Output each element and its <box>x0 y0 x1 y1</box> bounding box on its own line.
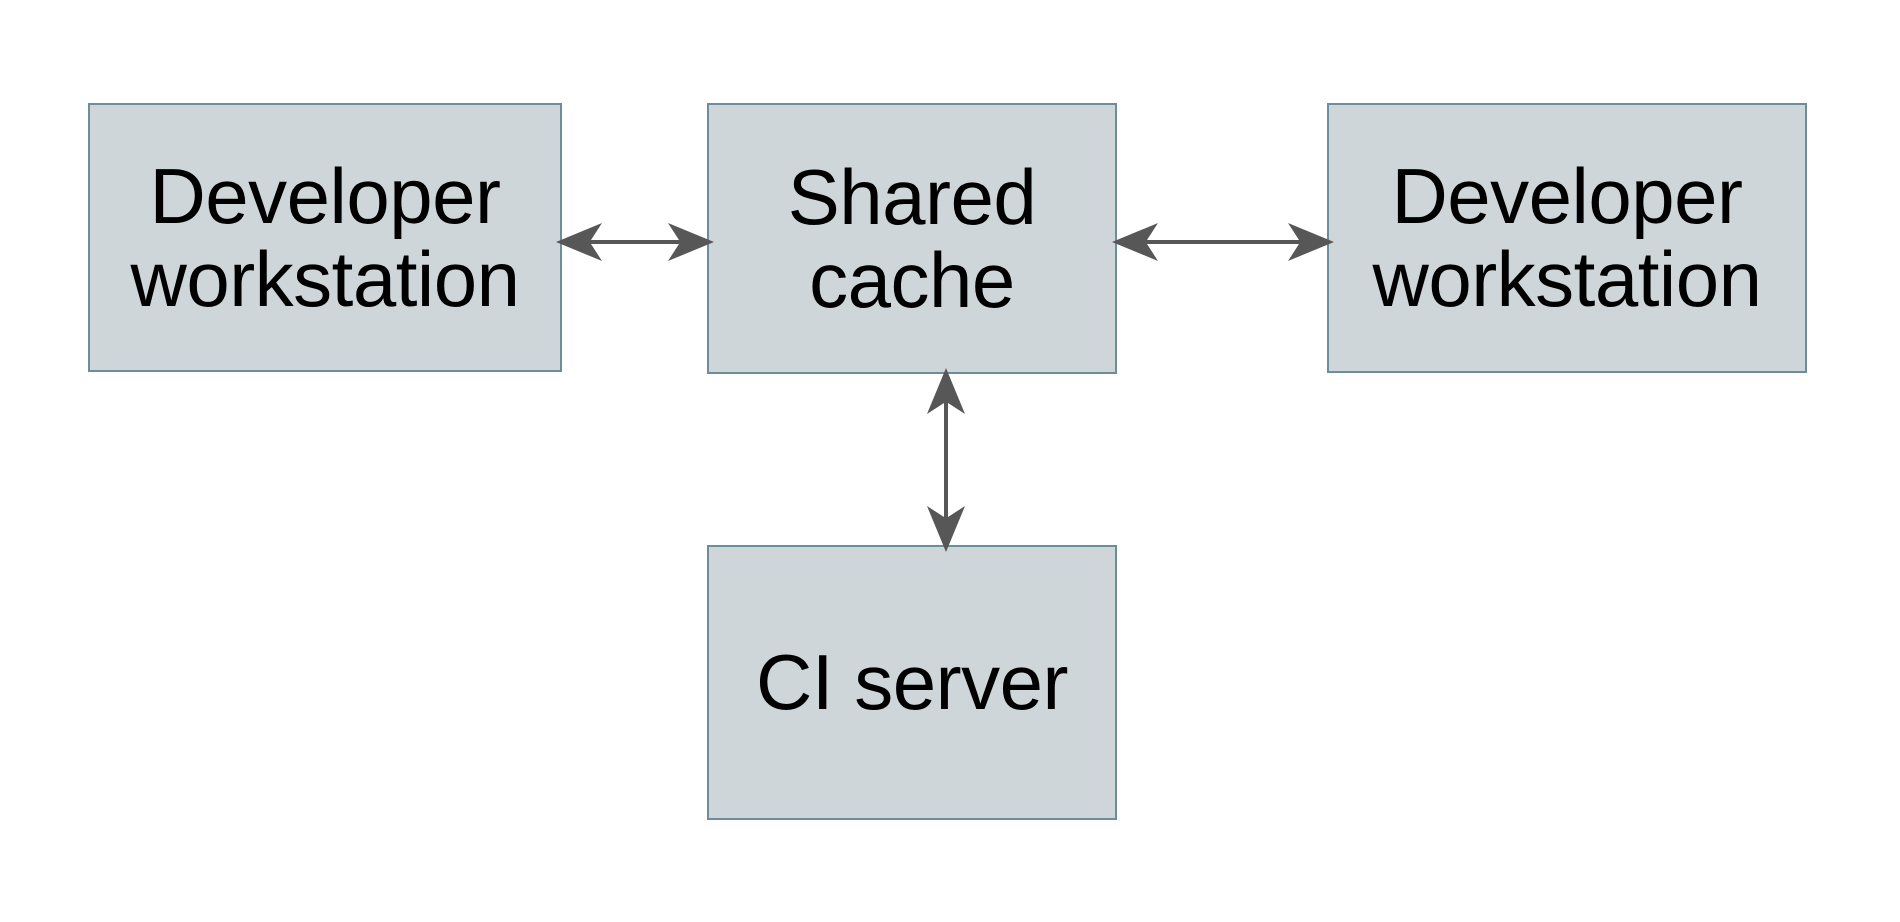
node-developer-workstation-left-label: Developer workstation <box>130 151 521 323</box>
edge-shared-cache-to-dev-right[interactable] <box>1112 218 1334 266</box>
double-arrow-icon <box>556 223 714 261</box>
node-developer-workstation-right-label: Developer workstation <box>1372 152 1763 323</box>
double-arrow-icon <box>1112 223 1334 261</box>
node-developer-workstation-right[interactable]: Developer workstation <box>1327 103 1807 373</box>
edge-dev-left-to-shared-cache[interactable] <box>556 218 714 266</box>
double-arrow-icon <box>927 368 965 552</box>
node-shared-cache[interactable]: Shared cache <box>707 103 1117 374</box>
edge-shared-cache-to-ci-server[interactable] <box>922 368 970 552</box>
node-shared-cache-label: Shared cache <box>787 152 1037 324</box>
node-ci-server[interactable]: CI server <box>707 545 1117 820</box>
node-ci-server-label: CI server <box>756 638 1068 727</box>
node-developer-workstation-left[interactable]: Developer workstation <box>88 103 562 372</box>
